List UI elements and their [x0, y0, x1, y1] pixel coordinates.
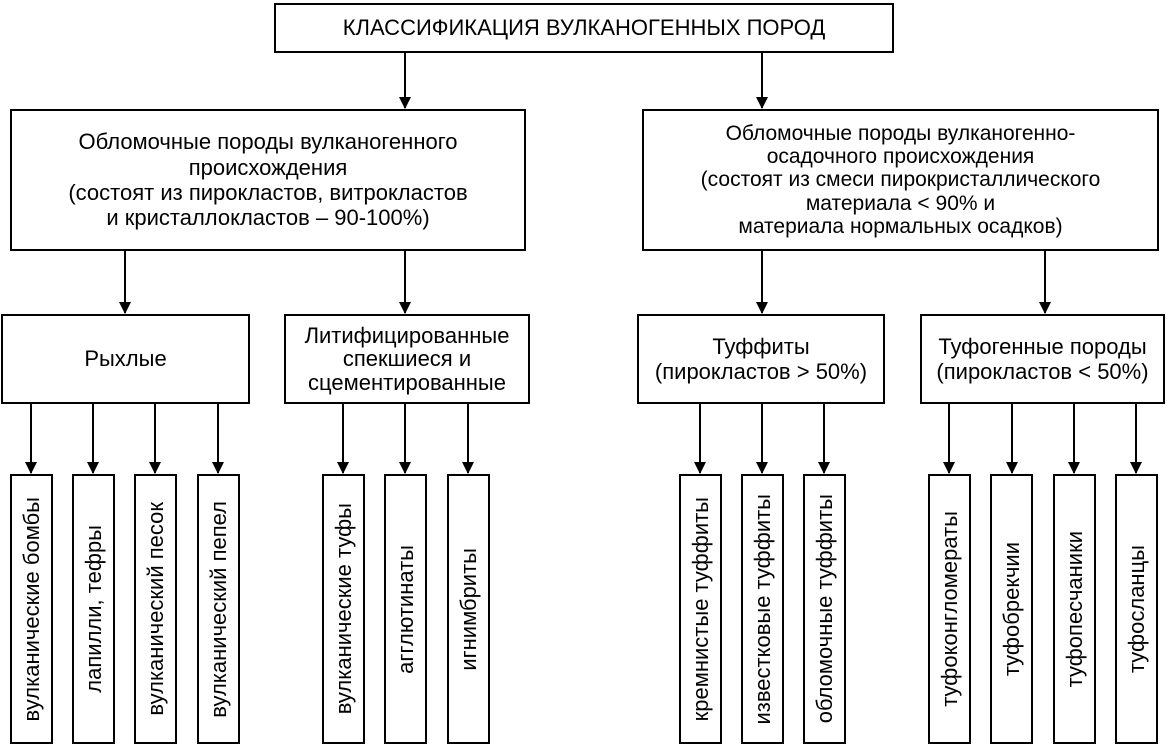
leaf-label: известковые туффиты	[749, 493, 775, 725]
leaf-volcanic-ash: вулканический пепел	[197, 474, 240, 744]
leaf-tuffoconglomerates: туфоконгломераты	[928, 474, 971, 744]
leaf-label: вулканический пепел	[205, 500, 231, 718]
leaf-label: вулканические бомбы	[18, 496, 44, 722]
group-lithified-box: Литифицированные спекшиеся и сцементиров…	[284, 314, 530, 404]
leaf-volcanic-tuffs: вулканические туфы	[322, 474, 365, 744]
branch-volcanic-label: Обломочные породы вулканогенного происхо…	[68, 129, 468, 231]
group-loose-label: Рыхлые	[84, 346, 167, 372]
leaf-tuffoshales: туфосланцы	[1115, 474, 1158, 744]
leaf-tuffosandstones: туфопесчаники	[1053, 474, 1096, 744]
leaf-label: агглютинаты	[392, 544, 418, 674]
leaf-tuffobreccias: туфобрекчии	[990, 474, 1033, 744]
leaf-volcanic-sand: вулканический песок	[134, 474, 177, 744]
leaf-label: игнимбриты	[455, 547, 481, 671]
leaf-lapilli: лапилли, тефры	[72, 474, 115, 744]
leaf-label: туфоконгломераты	[936, 511, 962, 707]
title-box: КЛАССИФИКАЦИЯ ВУЛКАНОГЕННЫХ ПОРОД	[274, 3, 894, 53]
leaf-label: туфопесчаники	[1061, 530, 1087, 688]
branch-volcanic-box: Обломочные породы вулканогенного происхо…	[10, 109, 526, 251]
leaf-label: туфосланцы	[1123, 544, 1149, 674]
leaf-volcanic-bombs: вулканические бомбы	[10, 474, 53, 744]
leaf-label: кремнистые туффиты	[687, 496, 713, 722]
leaf-label: лапилли, тефры	[80, 525, 106, 693]
leaf-label: вулканический песок	[142, 502, 168, 716]
group-tuffites-box: Туффиты (пирокластов > 50%)	[637, 314, 885, 404]
leaf-ignimbrites: игнимбриты	[447, 474, 490, 744]
leaf-calcareous-tuffites: известковые туффиты	[741, 474, 784, 744]
group-tuffogenic-box: Туфогенные породы (пирокластов < 50%)	[920, 314, 1165, 404]
group-lithified-label: Литифицированные спекшиеся и сцементиров…	[304, 323, 510, 395]
page-title: КЛАССИФИКАЦИЯ ВУЛКАНОГЕННЫХ ПОРОД	[342, 15, 826, 41]
leaf-label: обломочные туффиты	[811, 494, 837, 724]
leaf-label: туфобрекчии	[998, 541, 1024, 677]
leaf-agglutinates: агглютинаты	[384, 474, 427, 744]
leaf-label: вулканические туфы	[330, 503, 356, 715]
group-tuffogenic-label: Туфогенные породы (пирокластов < 50%)	[936, 333, 1149, 384]
branch-sedimentary-label: Обломочные породы вулканогенно- осадочно…	[700, 122, 1101, 238]
leaf-siliceous-tuffites: кремнистые туффиты	[679, 474, 722, 744]
branch-sedimentary-box: Обломочные породы вулканогенно- осадочно…	[642, 109, 1159, 251]
leaf-clastic-tuffites: обломочные туффиты	[803, 474, 846, 744]
group-tuffites-label: Туффиты (пирокластов > 50%)	[654, 333, 868, 384]
group-loose-box: Рыхлые	[1, 314, 250, 404]
